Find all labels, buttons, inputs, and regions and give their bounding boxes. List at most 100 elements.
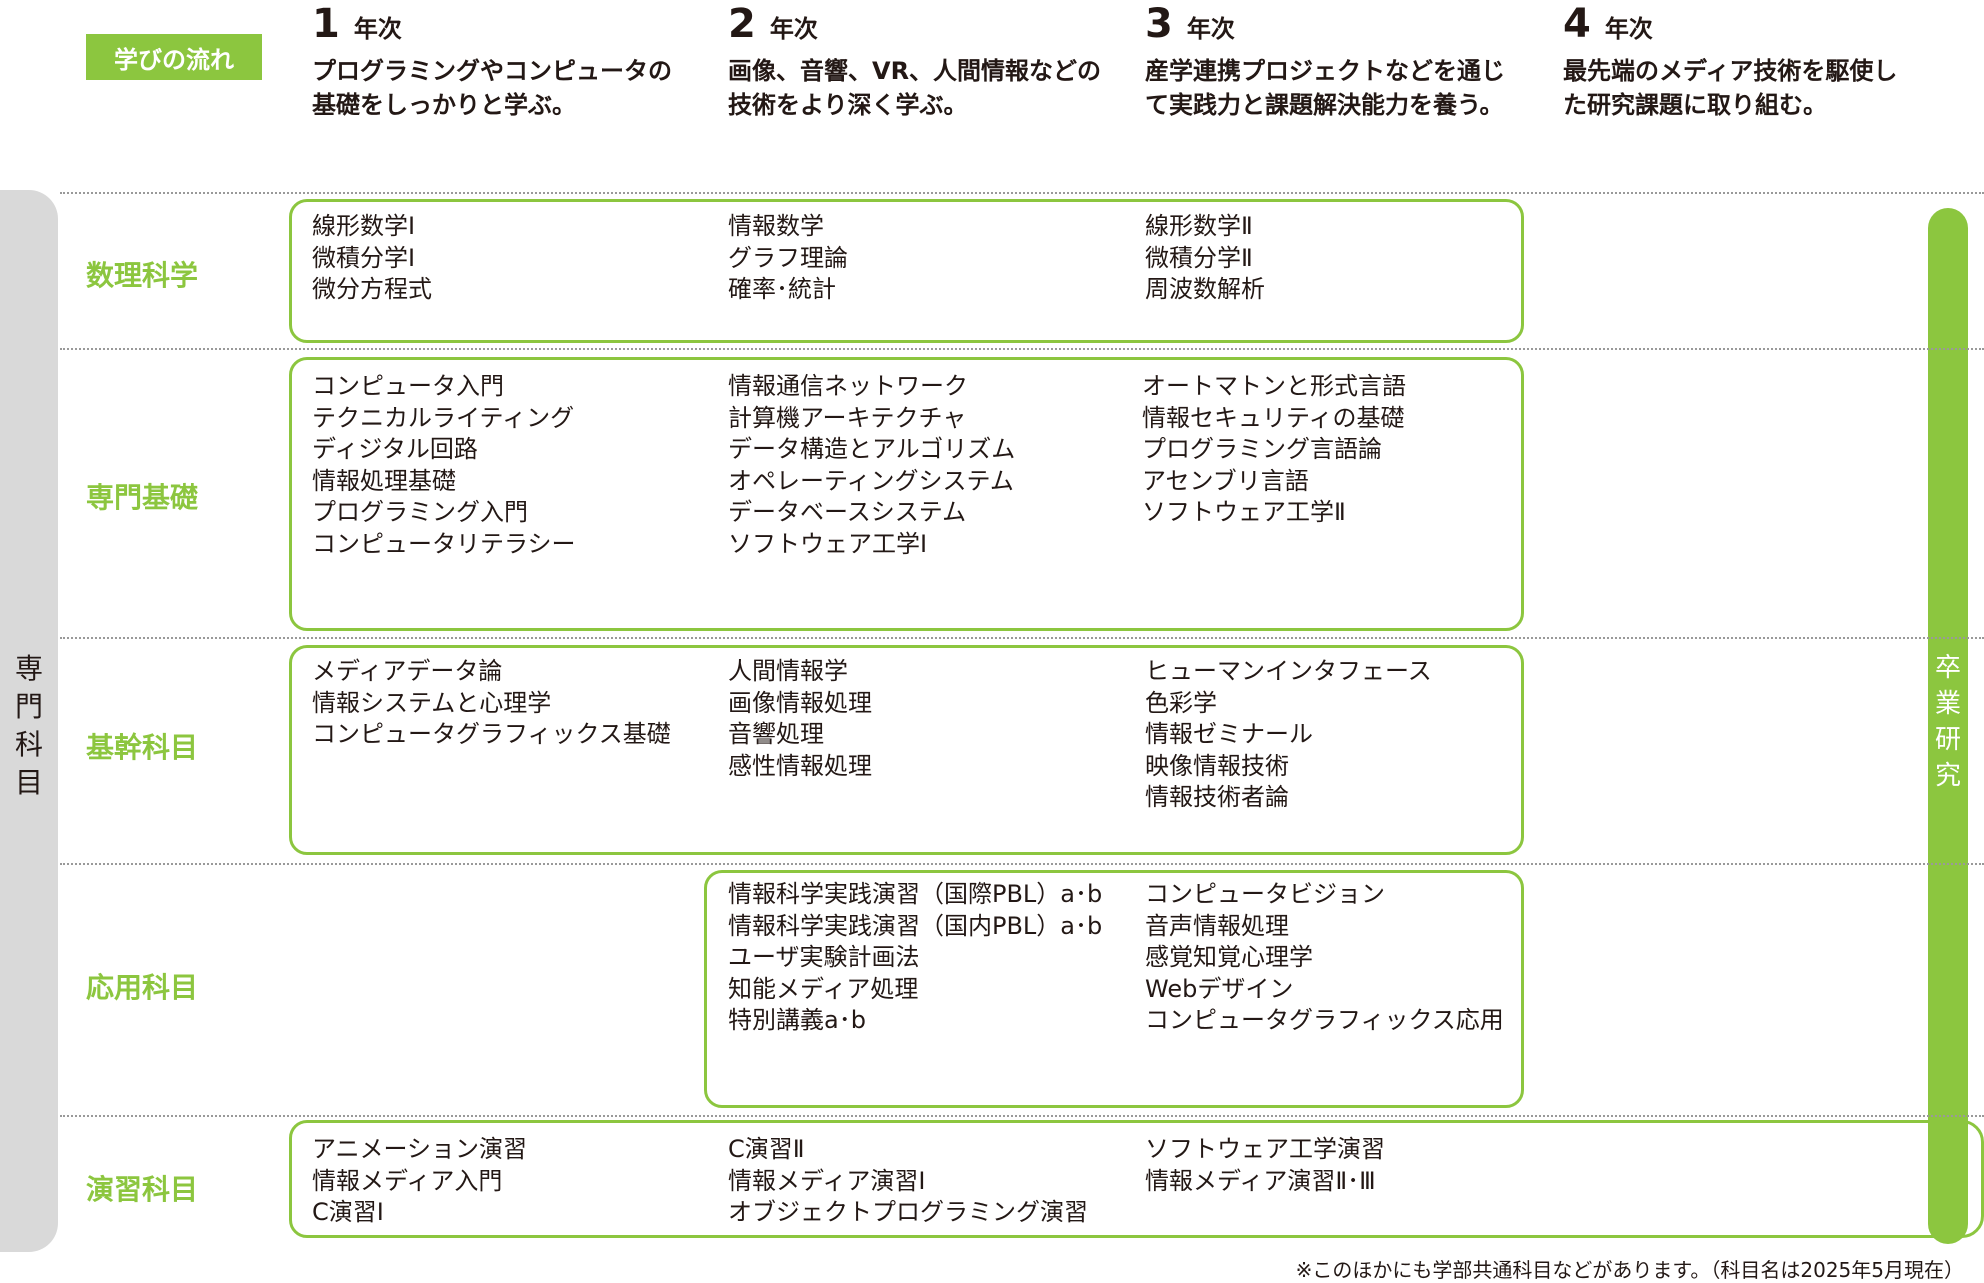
course-list-year3: ヒューマンインタフェース 色彩学 情報ゼミナール 映像情報技術 情報技術者論 bbox=[1145, 656, 1432, 814]
course-item: 情報処理基礎 bbox=[312, 466, 456, 495]
course-item: 感覚知覚心理学 bbox=[1145, 943, 1313, 971]
course-item: 情報数学 bbox=[728, 212, 824, 240]
course-list-year3: ソフトウェア工学演習 情報メディア演習Ⅱ･Ⅲ bbox=[1145, 1134, 1385, 1197]
course-item: コンピュータリテラシー bbox=[312, 529, 576, 558]
graduation-research-label: 卒 業 研 究 bbox=[1928, 650, 1968, 794]
course-item: 計算機アーキテクチャ bbox=[728, 403, 967, 432]
year-4: 4 年次 最先端のメディア技術を駆使し た研究課題に取り組む。 bbox=[1563, 4, 1958, 122]
course-list-year1: 線形数学Ⅰ 微積分学Ⅰ 微分方程式 bbox=[312, 211, 432, 306]
course-item: 情報通信ネットワーク bbox=[728, 372, 968, 400]
course-item: オペレーティングシステム bbox=[728, 466, 1014, 495]
row-divider bbox=[60, 1115, 1984, 1117]
course-item: 映像情報技術 bbox=[1145, 751, 1289, 780]
category-label-practice-subjects: 演習科目 bbox=[86, 1173, 199, 1206]
course-item: コンピュータビジョン bbox=[1145, 880, 1385, 908]
course-item: 情報ゼミナール bbox=[1145, 720, 1313, 748]
math-science-box bbox=[289, 199, 1524, 343]
practice-subjects-box bbox=[289, 1120, 1984, 1238]
course-item: ユーザ実験計画法 bbox=[728, 943, 920, 971]
course-item: 情報技術者論 bbox=[1145, 783, 1289, 811]
course-item: 情報科学実践演習（国内PBL）a･b bbox=[728, 911, 1103, 940]
course-item: 情報科学実践演習（国際PBL）a･b bbox=[728, 880, 1103, 908]
course-item: コンピュータ入門 bbox=[312, 372, 504, 400]
course-item: 確率･統計 bbox=[728, 275, 836, 303]
course-item: 微積分学Ⅰ bbox=[312, 243, 416, 272]
label-char: 卒 bbox=[1934, 653, 1961, 683]
label-char: 研 bbox=[1934, 725, 1961, 755]
course-item: 情報メディア入門 bbox=[312, 1166, 503, 1195]
course-list-year3: オートマトンと形式言語 情報セキュリティの基礎 プログラミング言語論 アセンブリ… bbox=[1142, 371, 1406, 529]
course-list-year1: コンピュータ入門 テクニカルライティング ディジタル回路 情報処理基礎 プログラ… bbox=[312, 371, 576, 560]
year-3: 3 年次 産学連携プロジェクトなどを通じ て実践力と課題解決能力を養う。 bbox=[1145, 4, 1540, 122]
row-divider bbox=[60, 192, 1984, 194]
category-label-math-science: 数理科学 bbox=[86, 259, 199, 292]
year-2: 2 年次 画像、音響、VR、人間情報などの 技術をより深く学ぶ。 bbox=[728, 4, 1123, 122]
course-item: 情報メディア演習Ⅱ･Ⅲ bbox=[1145, 1166, 1376, 1195]
footnote: ※このほかにも学部共通科目などがあります。（科目名は2025年5月現在） bbox=[1295, 1258, 1964, 1282]
row-divider bbox=[60, 637, 1984, 639]
label-char: 専 bbox=[14, 652, 43, 685]
category-label-specialized-basics: 専門基礎 bbox=[86, 481, 199, 514]
course-item: C演習Ⅰ bbox=[312, 1198, 384, 1226]
label-char: 究 bbox=[1934, 761, 1961, 791]
course-item: オートマトンと形式言語 bbox=[1142, 372, 1406, 400]
course-item: 微分方程式 bbox=[312, 275, 432, 303]
course-list-year2: 人間情報学 画像情報処理 音響処理 感性情報処理 bbox=[728, 656, 872, 782]
course-item: 情報セキュリティの基礎 bbox=[1142, 403, 1405, 432]
course-list-year2: C演習Ⅱ 情報メディア演習Ⅰ オブジェクトプログラミング演習 bbox=[728, 1134, 1088, 1229]
year-description: プログラミングやコンピュータの 基礎をしっかりと学ぶ。 bbox=[312, 57, 672, 119]
label-char: 科 bbox=[14, 728, 43, 761]
course-item: テクニカルライティング bbox=[312, 403, 575, 432]
category-label-core-subjects: 基幹科目 bbox=[86, 731, 199, 764]
course-item: データベースシステム bbox=[728, 498, 967, 526]
course-item: コンピュータグラフィックス基礎 bbox=[312, 720, 671, 748]
course-list-year3: 線形数学Ⅱ 微積分学Ⅱ 周波数解析 bbox=[1145, 211, 1265, 306]
course-item: ソフトウェア工学Ⅰ bbox=[728, 529, 928, 558]
label-char: 業 bbox=[1934, 689, 1961, 719]
course-item: ソフトウェア工学Ⅱ bbox=[1142, 498, 1346, 526]
course-item: 特別講義a･b bbox=[728, 1006, 866, 1034]
course-list-year2: 情報数学 グラフ理論 確率･統計 bbox=[728, 211, 848, 306]
core-subjects-box bbox=[289, 645, 1524, 855]
year-label: 年次 bbox=[1604, 15, 1653, 43]
course-item: データ構造とアルゴリズム bbox=[728, 435, 1016, 463]
course-item: 線形数学Ⅰ bbox=[312, 212, 416, 240]
year-number: 2 bbox=[728, 1, 756, 47]
course-list-year3: コンピュータビジョン 音声情報処理 感覚知覚心理学 Webデザイン コンピュータ… bbox=[1145, 879, 1504, 1037]
year-number: 4 bbox=[1563, 1, 1591, 47]
year-1: 1 年次 プログラミングやコンピュータの 基礎をしっかりと学ぶ。 bbox=[312, 4, 707, 122]
course-item: 色彩学 bbox=[1145, 688, 1217, 717]
course-item: アニメーション演習 bbox=[312, 1135, 528, 1163]
course-item: 人間情報学 bbox=[728, 657, 848, 685]
course-item: 線形数学Ⅱ bbox=[1145, 212, 1253, 240]
flow-label: 学びの流れ bbox=[86, 34, 262, 80]
course-list-year1: メディアデータ論 情報システムと心理学 コンピュータグラフィックス基礎 bbox=[312, 656, 671, 751]
course-item: 音声情報処理 bbox=[1145, 911, 1289, 940]
label-char: 目 bbox=[14, 766, 43, 799]
course-item: プログラミング入門 bbox=[312, 498, 528, 526]
applied-subjects-box bbox=[704, 870, 1524, 1108]
course-item: 周波数解析 bbox=[1145, 275, 1265, 303]
row-divider bbox=[60, 348, 1984, 350]
course-list-year2: 情報科学実践演習（国際PBL）a･b 情報科学実践演習（国内PBL）a･b ユー… bbox=[728, 879, 1102, 1037]
year-description: 産学連携プロジェクトなどを通じ て実践力と課題解決能力を養う。 bbox=[1145, 57, 1505, 119]
course-item: ディジタル回路 bbox=[312, 435, 478, 463]
year-number: 1 bbox=[312, 1, 340, 47]
course-item: メディアデータ論 bbox=[312, 657, 503, 685]
course-item: 情報メディア演習Ⅰ bbox=[728, 1166, 926, 1195]
label-char: 門 bbox=[14, 690, 43, 723]
specialized-subjects-label: 専 門 科 目 bbox=[0, 650, 58, 802]
course-item: 画像情報処理 bbox=[728, 688, 872, 717]
course-list-year1: アニメーション演習 情報メディア入門 C演習Ⅰ bbox=[312, 1134, 527, 1229]
specialized-basics-box bbox=[289, 357, 1524, 631]
year-description: 画像、音響、VR、人間情報などの 技術をより深く学ぶ。 bbox=[728, 57, 1102, 119]
specialized-subjects-bar bbox=[0, 190, 58, 1252]
course-item: グラフ理論 bbox=[728, 243, 848, 272]
course-list-year2: 情報通信ネットワーク 計算機アーキテクチャ データ構造とアルゴリズム オペレーテ… bbox=[728, 371, 1015, 560]
graduation-research-bar bbox=[1928, 208, 1968, 1244]
year-label: 年次 bbox=[769, 15, 818, 43]
course-item: プログラミング言語論 bbox=[1142, 435, 1382, 463]
course-item: コンピュータグラフィックス応用 bbox=[1145, 1006, 1504, 1034]
course-item: 知能メディア処理 bbox=[728, 974, 919, 1003]
year-label: 年次 bbox=[1186, 15, 1235, 43]
